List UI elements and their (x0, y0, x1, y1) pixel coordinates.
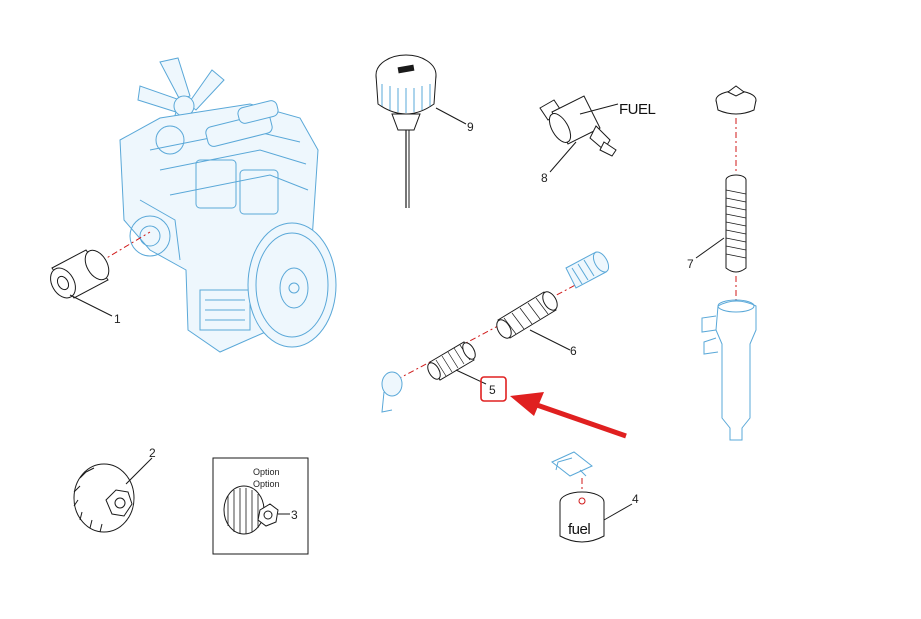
option-label-1: Option (253, 467, 280, 477)
part-4-fuel-canister[interactable] (551, 451, 633, 543)
part-8-inline-fuel-filter[interactable] (539, 95, 619, 173)
callout-2[interactable]: 2 (149, 446, 156, 460)
callout-6[interactable]: 6 (570, 344, 577, 358)
callout-5[interactable]: 5 (489, 383, 496, 397)
part-1-oil-filter[interactable] (45, 231, 151, 317)
fuel-canister-label: fuel (568, 521, 590, 538)
callout-8[interactable]: 8 (541, 171, 548, 185)
part-2-pulley[interactable] (73, 457, 153, 533)
callout-3[interactable]: 3 (291, 508, 298, 522)
part-7-filter-assembly[interactable] (695, 85, 757, 441)
part-3-option-box[interactable] (212, 457, 309, 555)
part-5-filter-screen[interactable] (425, 341, 487, 385)
fuel-line-label: FUEL (619, 101, 656, 118)
callout-4[interactable]: 4 (632, 492, 639, 506)
option-label-2: Option (253, 479, 280, 489)
part-9-fuel-cap[interactable] (375, 54, 467, 208)
callout-1[interactable]: 1 (114, 312, 121, 326)
engine-illustration (119, 57, 337, 353)
callout-7[interactable]: 7 (687, 257, 694, 271)
callout-9[interactable]: 9 (467, 120, 474, 134)
callout-5-highlight-box (480, 376, 507, 402)
pointer-arrow (510, 392, 627, 439)
part-6-filter-element[interactable] (381, 249, 612, 413)
